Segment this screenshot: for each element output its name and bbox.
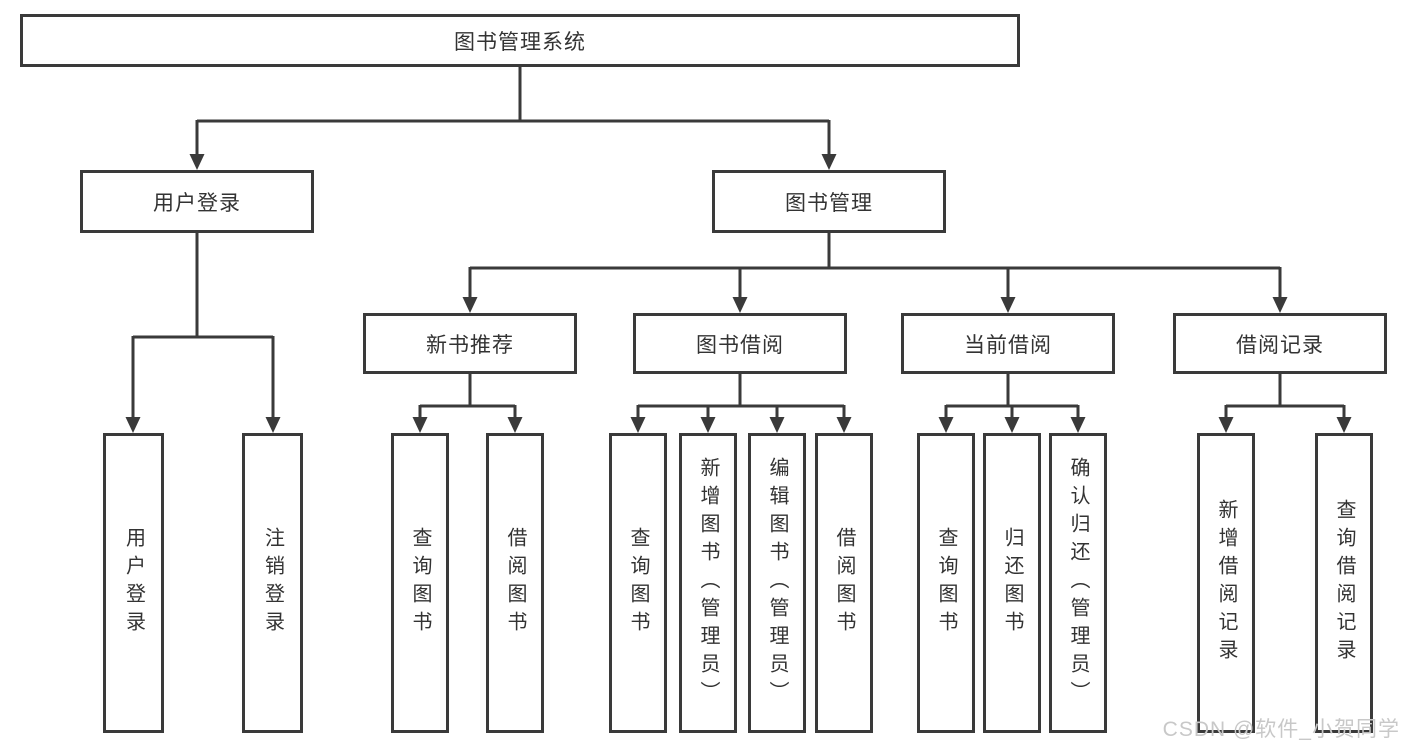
node-leaf-confirm-return-admin: 确认归还（管理员） <box>1049 433 1107 733</box>
node-new-book-recommend: 新书推荐 <box>363 313 577 374</box>
node-leaf-edit-books-admin: 编辑图书（管理员） <box>748 433 806 733</box>
node-current-borrow: 当前借阅 <box>901 313 1115 374</box>
node-leaf-borrow-books: 借阅图书 <box>815 433 873 733</box>
node-leaf-logout: 注销登录 <box>242 433 303 733</box>
node-user-login: 用户登录 <box>80 170 314 233</box>
node-leaf-return-books: 归还图书 <box>983 433 1041 733</box>
node-leaf-borrow-books-recommend: 借阅图书 <box>486 433 544 733</box>
node-leaf-add-books-admin: 新增图书（管理员） <box>679 433 737 733</box>
node-book-management: 图书管理 <box>712 170 946 233</box>
node-leaf-user-login: 用户登录 <box>103 433 164 733</box>
node-book-borrow: 图书借阅 <box>633 313 847 374</box>
node-leaf-query-books-recommend: 查询图书 <box>391 433 449 733</box>
node-library-system: 图书管理系统 <box>20 14 1020 67</box>
node-leaf-query-books-current: 查询图书 <box>917 433 975 733</box>
node-leaf-add-borrow-record: 新增借阅记录 <box>1197 433 1255 733</box>
node-leaf-query-books-borrow: 查询图书 <box>609 433 667 733</box>
arrowhead-icons <box>125 154 1352 433</box>
csdn-watermark: CSDN @软件_小贺同学 <box>1162 718 1400 741</box>
node-leaf-query-borrow-record: 查询借阅记录 <box>1315 433 1373 733</box>
node-borrow-records: 借阅记录 <box>1173 313 1387 374</box>
